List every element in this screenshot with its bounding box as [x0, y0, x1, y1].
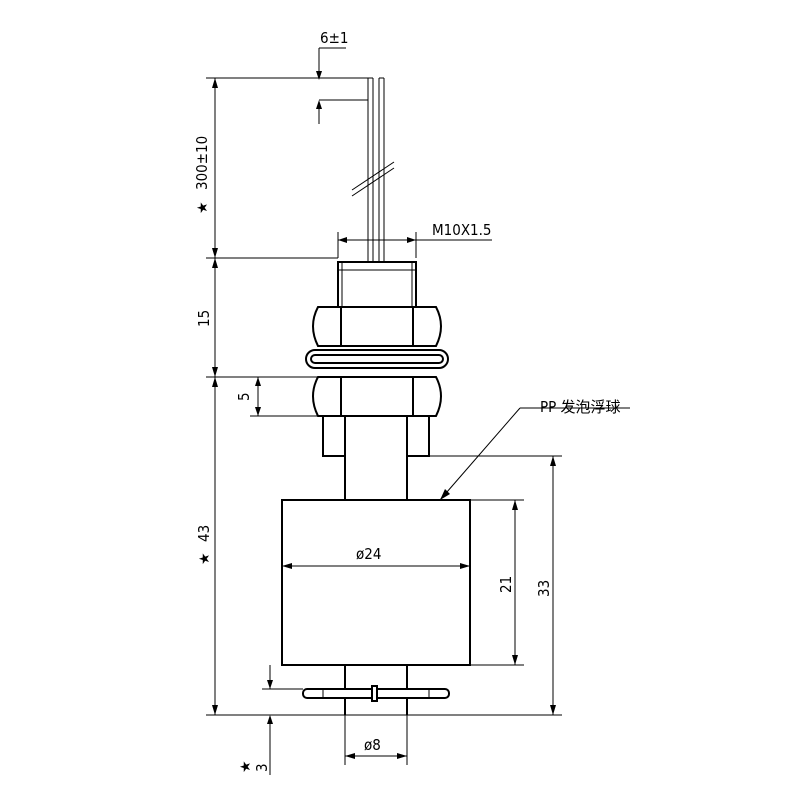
threaded-stem	[337, 261, 417, 309]
dim-stopper-diameter: ø8	[344, 715, 408, 765]
star-marker-wire: ★	[195, 201, 211, 214]
lead-wires	[351, 77, 395, 262]
stem-body	[322, 415, 430, 715]
float-ball	[281, 499, 471, 666]
dim-float-height: 21	[470, 499, 524, 666]
dim-float-travel: 33	[429, 455, 562, 715]
thread-length-label: 15	[195, 310, 213, 327]
float-diameter-label: ø24	[356, 545, 381, 563]
dim-clip-offset: 3 ★	[238, 665, 303, 775]
clip-offset-label: 3	[253, 763, 271, 772]
nut-height-label: 5	[235, 392, 253, 401]
dim-float-diameter: ø24	[282, 545, 470, 569]
dim-wire-length: 300±10 ★	[193, 77, 368, 258]
star-marker-clip: ★	[238, 760, 254, 773]
float-height-label: 21	[497, 576, 515, 593]
dim-total-length: 43 ★	[195, 377, 562, 716]
dim-nut-height: 5	[206, 376, 318, 417]
thread-label: M10X1.5	[432, 221, 492, 239]
star-marker-total: ★	[197, 552, 213, 565]
washer	[305, 349, 449, 369]
wire-spacing-label: 6±1	[320, 29, 348, 47]
dim-thread-length: 15	[195, 257, 338, 377]
float-travel-label: 33	[535, 580, 553, 597]
e-clip	[302, 685, 450, 702]
stopper-diameter-label: ø8	[364, 736, 381, 754]
dim-wire-spacing: 6±1	[316, 29, 368, 124]
material-label: PP 发泡浮球	[540, 398, 621, 416]
material-callout: PP 发泡浮球	[439, 398, 630, 501]
dim-thread: M10X1.5	[337, 221, 492, 258]
hex-nut-bottom	[312, 376, 442, 417]
hex-nut-top	[312, 306, 442, 347]
total-length-label: 43	[195, 525, 213, 542]
wire-length-label: 300±10	[193, 136, 211, 190]
